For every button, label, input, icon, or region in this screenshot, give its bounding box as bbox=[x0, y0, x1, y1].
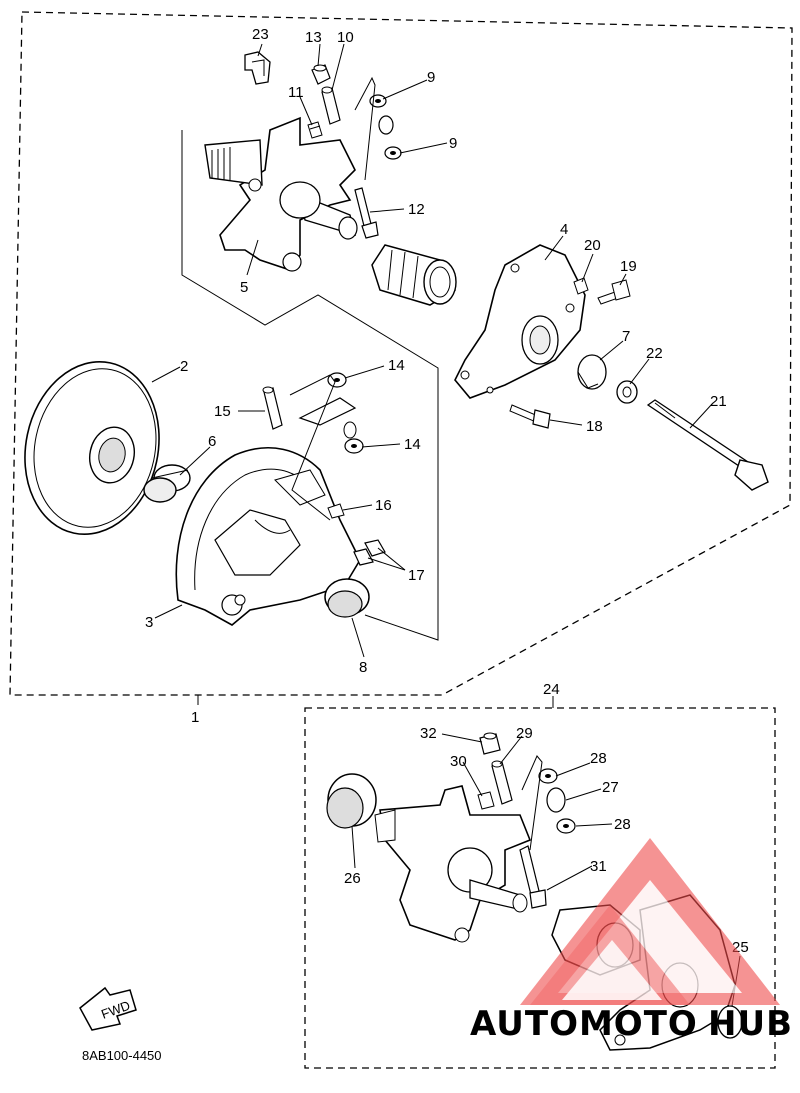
collar-25-part bbox=[717, 1005, 743, 1039]
callout-8: 8 bbox=[359, 659, 367, 676]
main-assembly-label: 1 bbox=[191, 709, 199, 726]
collar-27-part bbox=[546, 787, 566, 813]
callout-28b: 28 bbox=[614, 816, 631, 833]
callout-16: 16 bbox=[375, 497, 392, 514]
ring-26-part bbox=[326, 773, 377, 829]
callout-15: 15 bbox=[214, 403, 231, 420]
watermark-text-hub: HUB bbox=[708, 1004, 793, 1044]
callout-5: 5 bbox=[240, 279, 248, 296]
nut-20-part bbox=[573, 277, 589, 295]
callout-32: 32 bbox=[420, 725, 437, 742]
bolt-31-part bbox=[519, 845, 547, 909]
screw-part bbox=[307, 121, 323, 139]
arm-part bbox=[298, 397, 357, 439]
screw-30-part bbox=[477, 791, 495, 810]
leader-lines bbox=[151, 43, 741, 1007]
callout-14b: 14 bbox=[404, 436, 421, 453]
callout-2: 2 bbox=[180, 358, 188, 375]
collar-7-part bbox=[577, 354, 607, 390]
callout-19: 19 bbox=[620, 258, 637, 275]
upper-group-outline bbox=[181, 130, 439, 641]
sheave-disc-part bbox=[24, 361, 160, 535]
callout-28: 28 bbox=[590, 750, 607, 767]
callout-13: 13 bbox=[305, 29, 322, 46]
callout-14: 14 bbox=[388, 357, 405, 374]
callout-labels: 23 13 10 9 11 9 12 4 20 19 5 7 22 2 14 1… bbox=[145, 26, 749, 956]
sub-spider-part bbox=[374, 785, 532, 943]
weight-17-part bbox=[353, 539, 386, 566]
callout-23: 23 bbox=[252, 26, 269, 43]
callout-12: 12 bbox=[408, 201, 425, 218]
bushing-part bbox=[143, 464, 191, 503]
bolt-18-part bbox=[509, 404, 551, 429]
callout-27: 27 bbox=[602, 779, 619, 796]
cover-plate bbox=[454, 244, 586, 399]
callout-10: 10 bbox=[337, 29, 354, 46]
washer-14-part bbox=[327, 372, 364, 454]
callout-21: 21 bbox=[710, 393, 727, 410]
pin-part bbox=[321, 86, 341, 125]
long-bolt-part bbox=[646, 399, 769, 491]
callout-18: 18 bbox=[586, 418, 603, 435]
watermark-logo bbox=[520, 838, 780, 1005]
washer-part bbox=[369, 94, 402, 160]
callout-4: 4 bbox=[560, 221, 568, 238]
pin-29-part bbox=[491, 760, 513, 805]
callout-7: 7 bbox=[622, 328, 630, 345]
screw-16-part bbox=[327, 503, 345, 519]
sub-assembly-label: 24 bbox=[543, 681, 560, 698]
callout-30: 30 bbox=[450, 753, 467, 770]
nut-part bbox=[311, 64, 331, 85]
washer-22-part bbox=[616, 380, 638, 404]
bellows-part bbox=[371, 244, 457, 306]
callout-31: 31 bbox=[590, 858, 607, 875]
watermark-text-automoto: AUTOMOTO bbox=[470, 1004, 698, 1044]
nut-32-part bbox=[479, 732, 501, 755]
callout-29: 29 bbox=[516, 725, 533, 742]
pin-15-part bbox=[262, 386, 283, 430]
bolt-19-part bbox=[597, 279, 631, 305]
callout-9: 9 bbox=[427, 69, 435, 86]
callout-6: 6 bbox=[208, 433, 216, 450]
callout-17: 17 bbox=[408, 567, 425, 584]
main-assembly-boundary bbox=[9, 11, 793, 696]
movable-sheave-housing bbox=[175, 447, 361, 626]
fwd-arrow: FWD bbox=[79, 986, 137, 1031]
spider-assembly bbox=[204, 116, 358, 272]
clip-part bbox=[244, 51, 271, 85]
washer-28-part bbox=[538, 768, 576, 834]
sub-assembly-boundary bbox=[304, 707, 776, 1069]
callout-20: 20 bbox=[584, 237, 601, 254]
ring-part bbox=[324, 578, 370, 618]
part-code-label: 8AB100-4450 bbox=[82, 1048, 162, 1063]
callout-26: 26 bbox=[344, 870, 361, 887]
callout-9b: 9 bbox=[449, 135, 457, 152]
callout-11: 11 bbox=[288, 84, 304, 101]
bolt-part bbox=[354, 187, 379, 239]
callout-22: 22 bbox=[646, 345, 663, 362]
callout-3: 3 bbox=[145, 614, 153, 631]
